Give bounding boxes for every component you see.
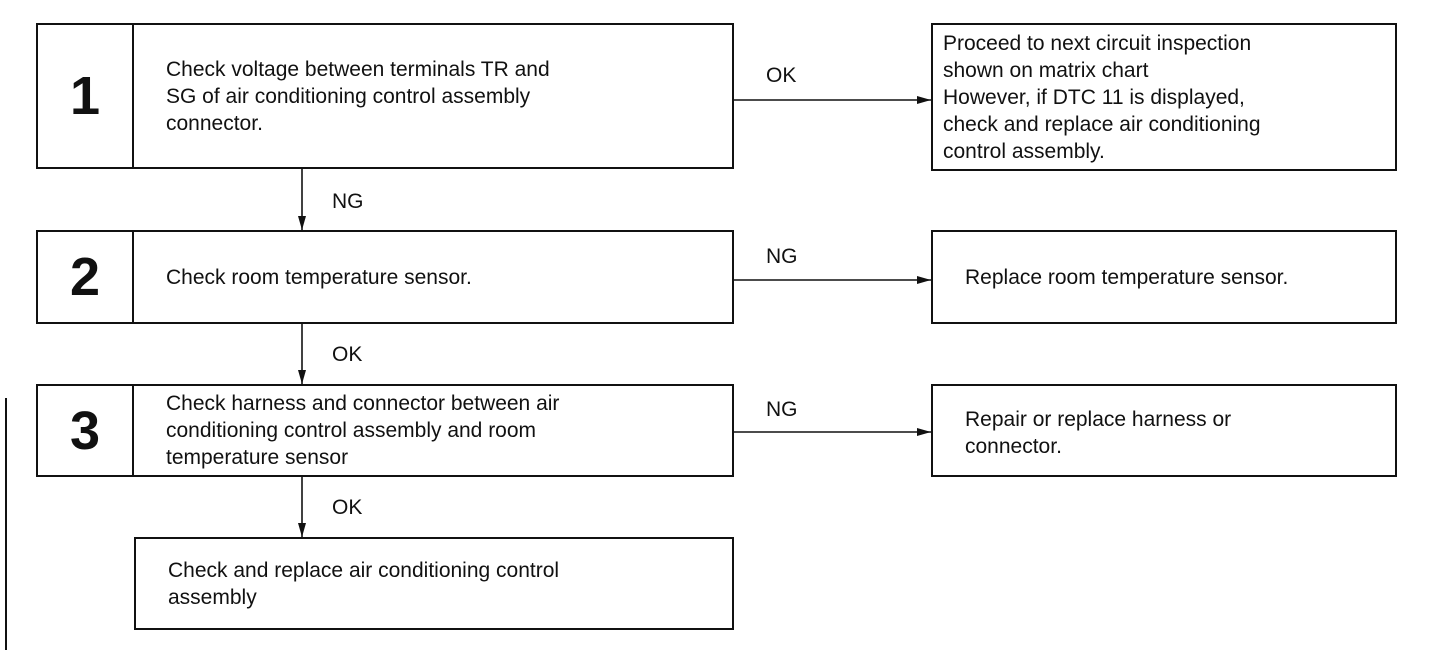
step-2-box: 2 Check room temperature sensor. (36, 230, 734, 324)
step-3-text: Check harness and connector between air … (166, 392, 560, 469)
step-2-text-wrap: Check room temperature sensor. (134, 232, 732, 322)
step-3-text-wrap: Check harness and connector between air … (134, 386, 732, 475)
step-1-box: 1 Check voltage between terminals TR and… (36, 23, 734, 169)
result-1-condition-label: OK (766, 64, 797, 87)
down-2-condition-label: OK (332, 343, 363, 366)
result-3-condition-label: NG (766, 398, 798, 421)
down-1-condition-label: NG (332, 190, 364, 213)
final-text-wrap: Check and replace air conditioning contr… (136, 557, 559, 611)
margin-rule (5, 398, 7, 650)
step-3-number: 3 (38, 386, 134, 475)
result-1-text: Proceed to next circuit inspection shown… (943, 31, 1261, 163)
step-2-text: Check room temperature sensor. (166, 265, 472, 289)
result-3-text-wrap: Repair or replace harness or connector. (933, 386, 1241, 460)
result-3-text: Repair or replace harness or connector. (965, 408, 1232, 458)
final-box: Check and replace air conditioning contr… (134, 537, 734, 630)
step-1-text-wrap: Check voltage between terminals TR and S… (134, 25, 732, 167)
result-2-text-wrap: Replace room temperature sensor. (933, 264, 1298, 291)
result-1-text-wrap: Proceed to next circuit inspection shown… (933, 30, 1271, 165)
down-3-condition-label: OK (332, 496, 363, 519)
step-1-number: 1 (38, 25, 134, 167)
step-2-number: 2 (38, 232, 134, 322)
result-2-box: Replace room temperature sensor. (931, 230, 1397, 324)
step-1-text: Check voltage between terminals TR and S… (166, 57, 550, 135)
step-3-box: 3 Check harness and connector between ai… (36, 384, 734, 477)
result-3-box: Repair or replace harness or connector. (931, 384, 1397, 477)
result-2-condition-label: NG (766, 245, 798, 268)
result-1-box: Proceed to next circuit inspection shown… (931, 23, 1397, 171)
final-text: Check and replace air conditioning contr… (168, 558, 560, 609)
result-2-text: Replace room temperature sensor. (965, 265, 1289, 289)
